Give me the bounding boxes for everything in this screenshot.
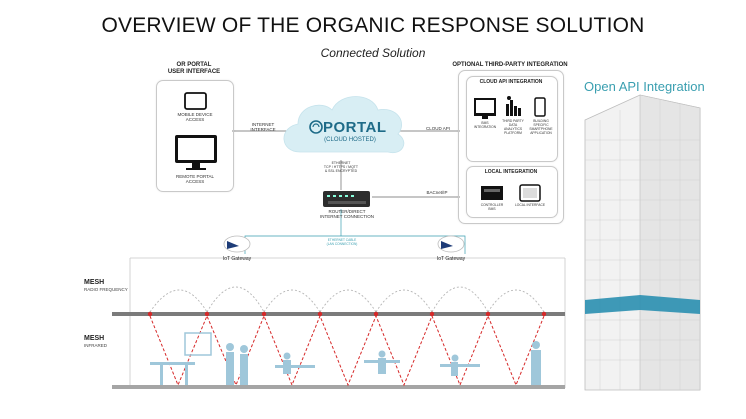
office-silhouettes — [150, 332, 541, 385]
analytics-label-line2: DATA — [508, 123, 518, 127]
mobile-access-label-line1: MOBILE DEVICE — [177, 112, 213, 117]
gateway-left-icon — [223, 235, 251, 253]
bms-integration-label: BMS INTEGRATION — [468, 121, 502, 129]
ethernet-label-line1: ETHERNET CABLE — [327, 238, 357, 242]
tablet-icon — [184, 92, 207, 110]
ethernet-label: ETHERNET CABLE (LAN CONNECTION) — [325, 238, 359, 246]
cloud-hosted-caption: (CLOUD HOSTED) — [324, 137, 376, 143]
gateway-right-icon — [437, 235, 465, 253]
router-label: ROUTER/DIRECT INTERNET CONNECTION — [312, 209, 382, 219]
floor-frame — [129, 257, 566, 388]
third-party-header: OPTIONAL THIRD-PARTY INTEGRATION — [452, 62, 568, 68]
analytics-label: THIRD PARTY DATA ANALYTICS PLATFORM — [496, 119, 530, 135]
local-integration-title: LOCAL INTEGRATION — [484, 169, 538, 175]
portal-logo-icon — [309, 120, 323, 134]
cloud-api-integration-title: CLOUD API INTEGRATION — [479, 79, 543, 85]
building-tower-illustration — [584, 94, 701, 391]
controller-label-line2: BMS — [488, 207, 496, 211]
cloud-shape — [283, 96, 405, 154]
smartphone-icon — [534, 97, 546, 117]
remote-access-label-line1: REMOTE PORTAL — [175, 174, 215, 179]
building-label-line1: BUILDING — [533, 119, 549, 123]
bacnet-label: BACnet/IP — [426, 190, 448, 195]
building-label-line3: SMARTPHONE — [529, 127, 553, 131]
rf-mesh-arcs — [149, 286, 545, 313]
remote-access-label: REMOTE PORTAL ACCESS — [160, 174, 230, 184]
router-label-line1: ROUTER/DIRECT — [328, 209, 366, 214]
local-interface-label: LOCAL INTERFACE — [514, 203, 546, 207]
mesh-rf-title: MESH — [84, 279, 105, 286]
protocols-line2: TCP / HTTPS / MQTT — [323, 165, 359, 169]
ethernet-label-line2: (LAN CONNECTION) — [326, 242, 358, 246]
bms-label-line1: BMS — [481, 121, 489, 125]
protocols-label: ETHERNET TCP / HTTPS / MQTT & SSL ENCRYP… — [318, 161, 364, 173]
controller-label: CONTROLLER BMS — [475, 203, 509, 211]
mesh-ir-title: MESH — [84, 335, 105, 342]
remote-access-label-line2: ACCESS — [185, 179, 205, 184]
third-party-box — [458, 70, 564, 224]
ceiling-bar — [112, 312, 565, 316]
internet-interface-line2: INTERFACE — [250, 127, 276, 132]
ir-mesh-lines — [149, 314, 545, 387]
mesh-ir-label: MESH INFRARED — [84, 335, 144, 348]
portal-ui-box — [156, 80, 234, 192]
floor-bar — [112, 385, 565, 389]
protocols-line1: ETHERNET — [331, 161, 351, 165]
analytics-label-line4: PLATFORM — [504, 131, 522, 135]
portal-ui-header-line2: USER INTERFACE — [167, 69, 221, 75]
mobile-access-label: MOBILE DEVICE ACCESS — [160, 112, 230, 122]
local-interface-icon — [519, 184, 541, 202]
router-icon — [323, 191, 370, 207]
building-label-line4: APPLICATION — [530, 131, 552, 135]
portal-ui-header-line1: OR PORTAL — [176, 62, 212, 68]
sensor-nodes — [147, 311, 547, 317]
smartphone-app-label: BUILDING SPECIFIC SMARTPHONE APPLICATION — [524, 119, 558, 135]
cloud-api-box — [466, 76, 558, 162]
analytics-chart-icon — [506, 96, 521, 116]
gateway-right-label: IoT Gateway — [436, 256, 466, 262]
internet-interface-line1: INTERNET — [251, 122, 275, 127]
controller-icon — [481, 186, 503, 200]
portal-brand: PORTAL — [323, 119, 387, 136]
protocols-line3: & SSL ENCRYPTED — [324, 169, 358, 173]
local-integration-box — [466, 166, 558, 218]
bms-monitor-icon — [474, 98, 496, 119]
building-label-line2: SPECIFIC — [533, 123, 549, 127]
mesh-rf-subtitle: RADIO FREQUENCY — [84, 287, 128, 292]
mobile-access-label-line2: ACCESS — [185, 117, 205, 122]
bms-label-line2: INTEGRATION — [473, 125, 497, 129]
cloud-api-label: CLOUD API — [425, 126, 450, 131]
mesh-rf-label: MESH RADIO FREQUENCY — [84, 279, 144, 292]
mesh-ir-subtitle: INFRARED — [84, 343, 108, 348]
internet-interface-label: INTERNET INTERFACE — [238, 122, 288, 132]
portal-ui-header: OR PORTAL USER INTERFACE — [156, 62, 232, 76]
analytics-label-line1: THIRD PARTY — [502, 119, 524, 123]
monitor-icon — [175, 135, 217, 170]
controller-label-line1: CONTROLLER — [480, 203, 504, 207]
page-title: OVERVIEW OF THE ORGANIC RESPONSE SOLUTIO… — [101, 14, 645, 37]
open-api-integration-label: Open API Integration — [584, 79, 705, 94]
analytics-label-line3: ANALYTICS — [503, 127, 523, 131]
gateway-left-label: IoT Gateway — [222, 256, 252, 262]
router-label-line2: INTERNET CONNECTION — [320, 214, 374, 219]
page-subtitle: Connected Solution — [320, 46, 426, 60]
